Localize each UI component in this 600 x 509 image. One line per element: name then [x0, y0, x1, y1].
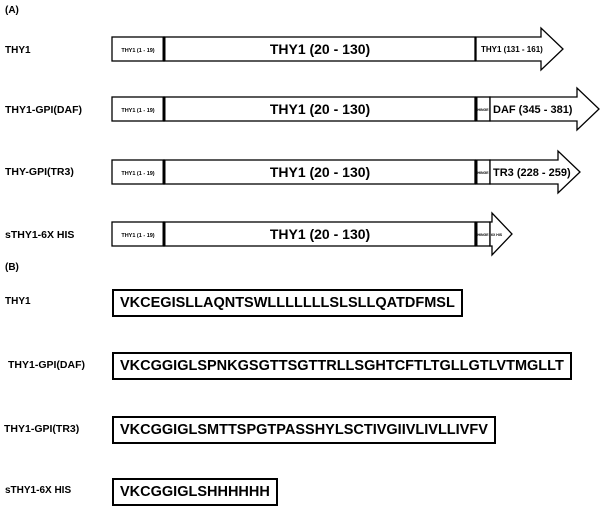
construct-label: THY1-GPI(DAF): [5, 104, 82, 116]
sequence-label: sTHY1-6X HIS: [5, 485, 72, 496]
tail-arrow: [489, 86, 600, 132]
hinge-segment-label: HINGE: [477, 233, 489, 237]
core-segment-label: THY1 (20 - 130): [270, 164, 370, 180]
signal-segment-label: THY1 (1 - 19): [121, 108, 154, 114]
sequence-box: VKCGGIGLSPNKGSGTTSGTTRLLSGHTCFTLTGLLGTLV…: [112, 352, 572, 380]
sequence-label: THY1-GPI(TR3): [4, 423, 80, 435]
tail-segment-label: DAF (345 - 381): [493, 104, 573, 116]
core-segment-label: THY1 (20 - 130): [270, 226, 370, 242]
tail-arrow: [475, 26, 564, 72]
tail-arrow: [489, 149, 581, 195]
signal-segment-label: THY1 (1 - 19): [121, 48, 154, 54]
core-segment-label: THY1 (20 - 130): [270, 101, 370, 117]
construct-label: sTHY1-6X HIS: [5, 229, 74, 241]
sequence-box: VKCGGIGLSMTTSPGTPASSHYLSCTIVGIIVLIVLLIVF…: [112, 416, 496, 444]
signal-segment: [111, 96, 165, 122]
sequence-box: VKCGGIGLSHHHHHH: [112, 478, 278, 506]
sequence-label: THY1: [5, 296, 31, 307]
core-segment-label: THY1 (20 - 130): [270, 41, 370, 57]
tail-segment-label: 6X HIS: [491, 233, 503, 237]
tail-segment-label: THY1 (131 - 161): [481, 45, 543, 54]
panel-b-label: (B): [5, 262, 19, 273]
sequence-label: THY1-GPI(DAF): [8, 359, 85, 371]
core-segment: [163, 36, 476, 62]
construct-label: THY-GPI(TR3): [5, 166, 74, 178]
tail-arrow: [489, 211, 513, 257]
construct-row-sthy1-6xhis: sTHY1-6X HIS THY1 (1 - 19) THY1 (20 - 13…: [5, 211, 513, 257]
construct-row-thy-gpi-tr3: THY-GPI(TR3) THY1 (1 - 19) THY1 (20 - 13…: [5, 149, 581, 195]
sequence-box: VKCEGISLLAQNTSWLLLLLLLSLSLLQATDFMSL: [112, 289, 463, 317]
hinge-segment-label: HINGE: [477, 108, 489, 112]
signal-segment-label: THY1 (1 - 19): [121, 233, 154, 239]
core-segment: [163, 221, 476, 247]
construct-diagram: THY1 THY1 (1 - 19) THY1 (20 - 130) THY1 …: [5, 26, 600, 257]
construct-row-thy1-gpi-daf: THY1-GPI(DAF) THY1 (1 - 19) THY1 (20 - 1…: [5, 86, 600, 132]
signal-segment: [111, 36, 165, 62]
panel-a-label: (A): [5, 5, 19, 16]
construct-row-thy1: THY1 THY1 (1 - 19) THY1 (20 - 130) THY1 …: [5, 26, 564, 72]
tail-segment-label: TR3 (228 - 259): [493, 167, 571, 179]
hinge-segment-label: HINGE: [477, 171, 489, 175]
signal-segment-label: THY1 (1 - 19): [121, 171, 154, 177]
signal-segment: [111, 221, 165, 247]
construct-label: THY1: [5, 45, 31, 56]
